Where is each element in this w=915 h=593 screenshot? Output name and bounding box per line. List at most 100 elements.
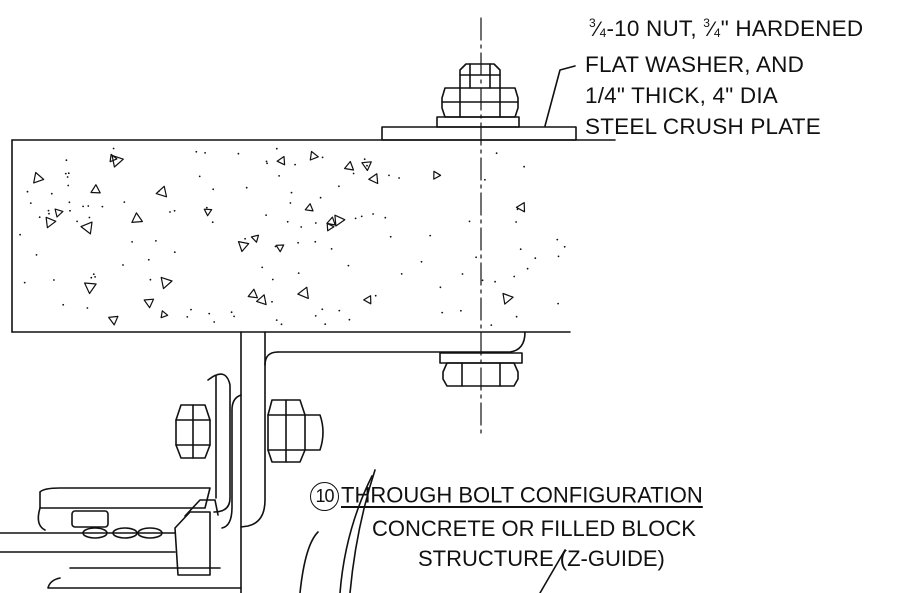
aggregate-speck [398,177,400,179]
aggregate-speck [481,279,484,282]
aggregate-stone [368,173,379,185]
aggregate-stone [108,315,119,326]
aggregate-stone [334,214,346,227]
aggregate-speck [347,264,350,267]
aggregate-stone [155,185,168,198]
aggregate-speck [157,190,160,193]
aggregate-speck [69,209,71,212]
aggregate-stone [203,208,213,217]
aggregate-speck [400,273,403,275]
aggregate-stone [247,288,258,299]
aggregate-stone [143,298,155,309]
aggregate-speck [131,241,134,243]
aggregate-speck [563,245,566,248]
aggregate-speck [62,303,65,306]
aggregate-speck [38,216,41,219]
aggregate-stone [276,155,286,166]
aggregate-speck [494,280,496,283]
callout-line-2: FLAT WASHER, AND [585,52,805,77]
left-bracket [0,373,242,589]
aggregate-speck [439,286,442,289]
concrete-slab [11,139,616,333]
aggregate-speck [76,220,78,223]
aggregate-speck [420,260,423,263]
aggregate-speck [66,176,69,178]
aggregate-speck [321,308,324,311]
aggregate-stone [54,208,64,218]
left-hex-nut [175,404,211,459]
aggregate-speck [186,316,189,318]
aggregate-stone [326,216,336,226]
aggregate-speck [23,281,26,284]
aggregate-speck [244,237,247,240]
aggregate-speck [53,279,55,281]
aggregate-speck [19,233,21,236]
aggregate-stone [344,160,355,171]
aggregate-speck [265,214,267,217]
aggregate-stone [111,154,124,168]
detail-subtitle-2: STRUCTURE (Z-GUIDE) [418,546,665,571]
aggregate-speck [556,238,559,241]
aggregate-speck [484,178,486,181]
aggregate-stone [326,222,335,232]
aggregate-speck [48,212,50,215]
aggregate-speck [294,163,296,166]
aggregate-speck [429,234,432,237]
aggregate-stone [83,282,97,295]
aggregate-speck [289,202,292,204]
aggregate-speck [195,150,198,153]
aggregate-speck [92,273,95,276]
aggregate-speck [122,264,124,266]
callout-line-4: STEEL CRUSH PLATE [585,114,821,139]
aggregate-speck [526,267,529,270]
aggregate-speck [190,308,192,311]
callout-line-1: 3⁄4-10 NUT, 3⁄4" HARDENED [589,8,863,49]
aggregate-speck [366,164,368,167]
aggregate-speck [534,257,537,260]
aggregate-stone [33,171,45,184]
aggregate-speck [64,172,67,175]
aggregate-stone [109,153,118,163]
aggregate-stone [80,221,93,235]
aggregate-speck [321,156,324,159]
aggregate-speck [389,235,392,238]
aggregate-speck [513,275,516,278]
aggregate-speck [352,172,355,175]
aggregate-stone [160,276,173,290]
aggregate-stone [45,216,57,229]
aggregate-speck [330,248,333,250]
aggregate-speck [461,273,464,275]
aggregate-speck [26,190,29,193]
aggregate-speck [319,196,322,199]
aggregate-speck [213,321,216,323]
aggregate-speck [338,185,340,188]
aggregate-speck [519,248,522,251]
aggregate-speck [271,300,273,303]
aggregate-speck [290,191,293,194]
aggregate-speck [523,165,525,168]
aggregate-speck [300,226,303,228]
aggregate-speck [265,160,268,163]
aggregate-speck [233,315,236,318]
aggregate-stone [515,202,526,213]
aggregate-stone [361,161,372,172]
aggregate-speck [515,221,517,223]
aggregate-stone [363,295,372,305]
aggregate-speck [123,201,126,204]
aggregate-speck [208,312,211,315]
aggregate-speck [47,209,50,212]
aggregate-speck [280,323,283,326]
aggregate-speck [460,309,462,312]
aggregate-speck [86,307,89,309]
aggregate-speck [147,258,150,261]
aggregate-speck [271,278,274,281]
aggregate-speck [275,147,278,150]
aggregate-speck [557,255,560,258]
aggregate-stone [433,170,442,180]
crush-plate-callout: 3⁄4-10 NUT, 3⁄4" HARDENED FLAT WASHER, A… [585,8,863,142]
aggregate-speck [68,201,71,204]
aggregate-speck [490,324,493,326]
aggregate-speck [155,240,157,242]
aggregate-speck [230,311,233,314]
aggregate-speck [557,302,559,305]
